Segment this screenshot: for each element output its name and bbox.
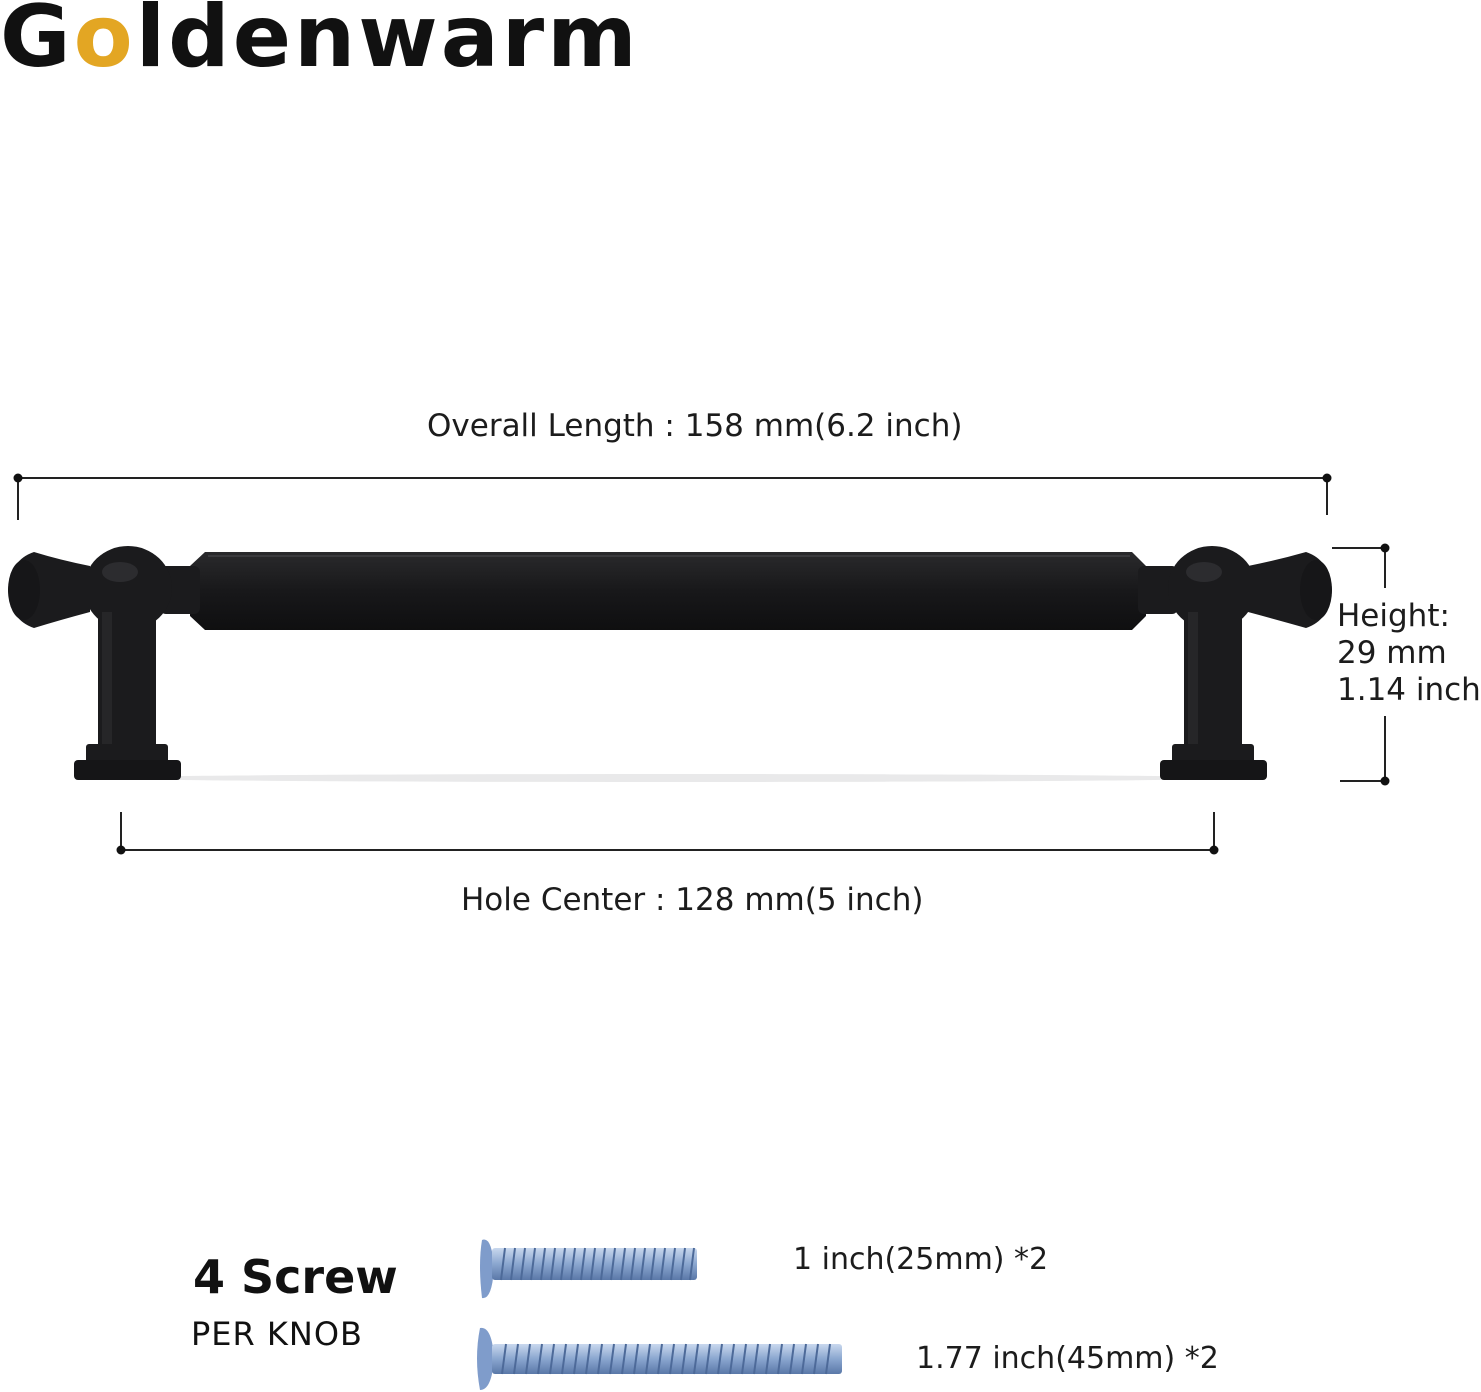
overall-length-dimension-line bbox=[13, 473, 1332, 520]
hole-center-dimension-line bbox=[116, 812, 1219, 855]
logo-text-end: ldenwarm bbox=[135, 0, 640, 87]
brand-logo: Goldenwarm bbox=[0, 0, 640, 80]
screw-45mm-label: 1.77 inch(45mm) *2 bbox=[916, 1341, 1219, 1376]
screw-25mm-label: 1 inch(25mm) *2 bbox=[793, 1242, 1049, 1277]
logo-accent-letter: o bbox=[73, 0, 136, 87]
height-label: Height: 29 mm 1.14 inch bbox=[1337, 598, 1481, 709]
screw-per-knob-label: PER KNOB bbox=[191, 1315, 363, 1353]
height-mm-value: 29 mm bbox=[1337, 635, 1447, 671]
height-dimension-line bbox=[1332, 543, 1390, 786]
hole-center-label: Hole Center : 128 mm(5 inch) bbox=[461, 882, 924, 918]
overall-length-label: Overall Length : 158 mm(6.2 inch) bbox=[427, 408, 963, 444]
height-inch-value: 1.14 inch bbox=[1337, 672, 1481, 708]
logo-text-start: G bbox=[0, 0, 74, 87]
screw-25mm-illustration bbox=[480, 1239, 697, 1299]
pull-handle-illustration bbox=[8, 546, 1332, 782]
height-title: Height: bbox=[1337, 598, 1450, 634]
screw-count-title: 4 Screw bbox=[193, 1250, 398, 1304]
screw-45mm-illustration bbox=[477, 1327, 842, 1390]
